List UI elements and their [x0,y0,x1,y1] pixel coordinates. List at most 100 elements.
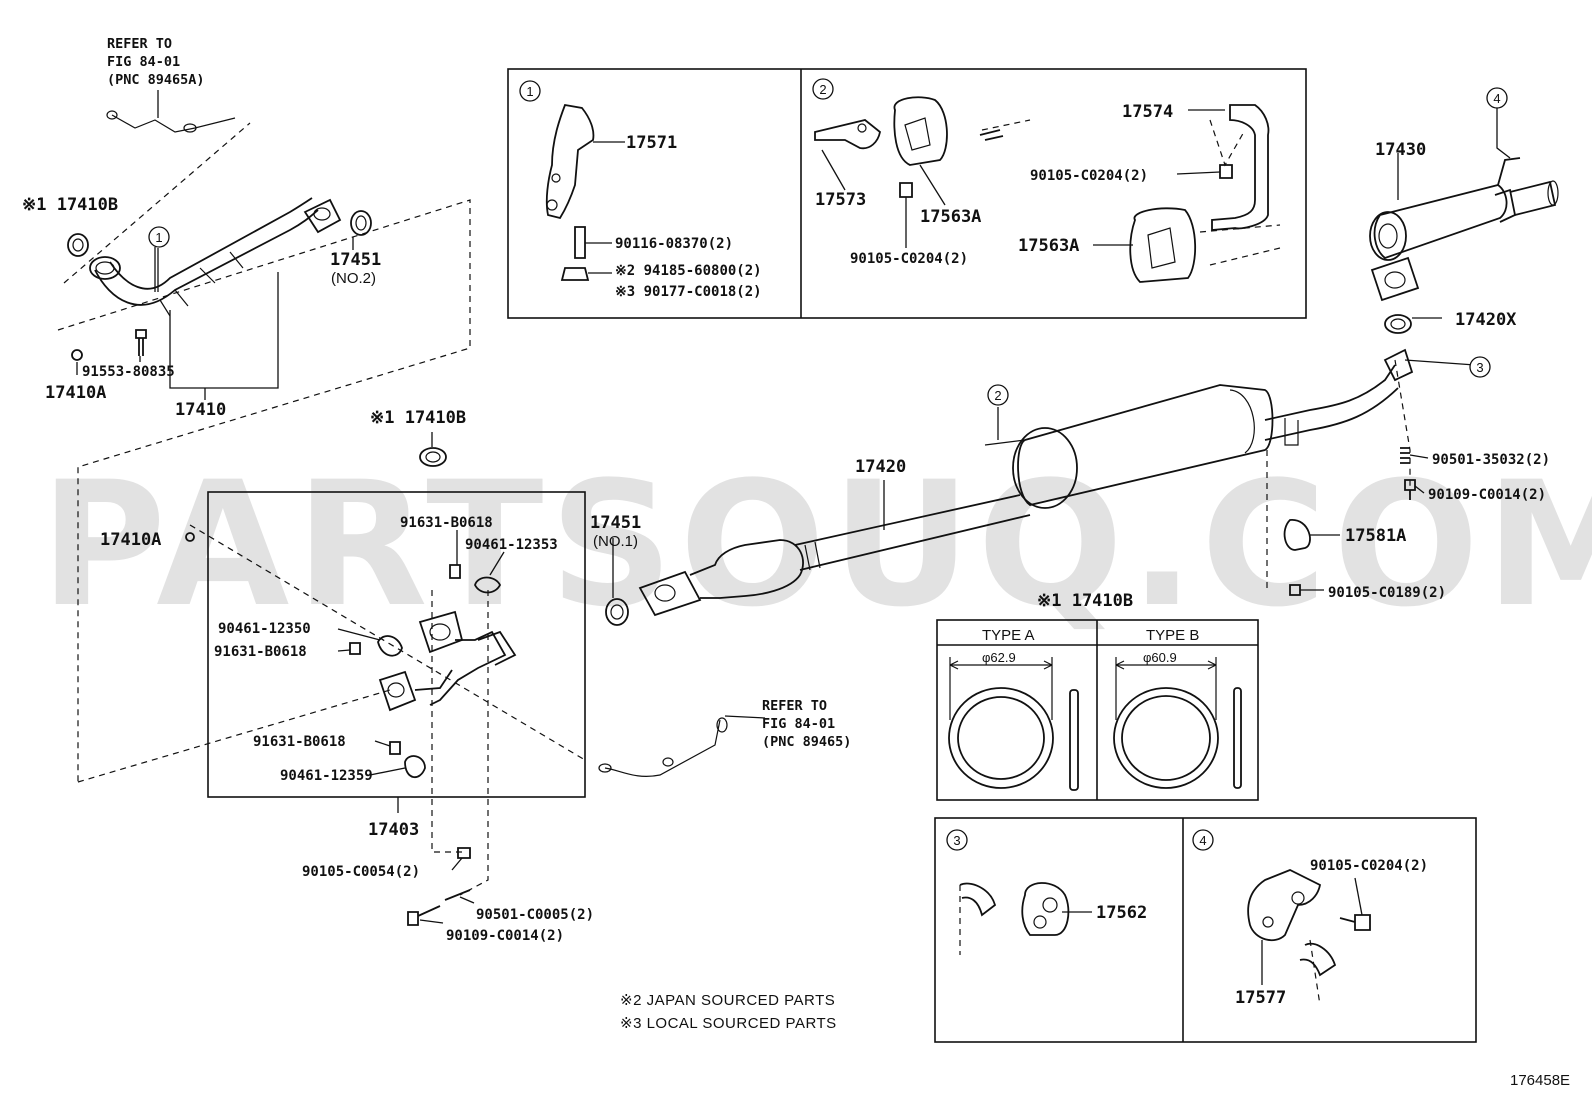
svg-text:1: 1 [155,230,162,245]
callout-4-main: 4 [1486,87,1508,109]
dash-frame-front [57,199,471,782]
label-17451-no1: 17451 [590,513,641,533]
bolt-90105-C0204-a [899,182,913,198]
dash-det2-d [1209,119,1246,167]
label-17563A-b: 17563A [1018,236,1079,256]
label-91631-B0618-b: 91631-B0618 [214,644,307,660]
ref-top-line3: (PNC 89465A) [107,72,205,88]
oxygen-sensor-89465A [111,114,236,133]
callout-1-detail: 1 [519,80,541,102]
note-local-sourced: ※3 LOCAL SOURCED PARTS [620,1015,837,1032]
callout-4-detail: 4 [1192,829,1214,851]
label-90109-C0014-a: 90109-C0014(2) [446,928,564,944]
bracket-17573 [814,119,881,150]
callout-1-main: 1 [148,226,170,248]
detail-box-3-4 [934,817,1477,1043]
gasket-17410B-top [67,233,89,257]
gasket-dim-b: φ60.9 [1143,650,1177,665]
ref-top-line2: FIG 84-01 [107,54,180,70]
gasket-17451-no1 [605,598,629,626]
insulator-17563A-a [893,96,948,166]
svg-text:4: 4 [1493,91,1500,106]
oxygen-sensor-89465 [604,719,721,777]
pipe-stub-det4 [1299,942,1337,977]
insulator-17563A-b [1129,207,1197,283]
dash-det2-b [1199,224,1281,233]
label-17420X: 17420X [1455,310,1517,330]
label-17403: 17403 [368,820,419,840]
label-17410B-mid: ※1 17410B [370,408,466,428]
dash-det2-a [981,119,1031,131]
hanger-bracket-rear [1383,348,1414,382]
label-90177-C0018: ※3 90177-C0018(2) [615,284,762,300]
label-90105-C0204-b: 90105-C0204(2) [1030,168,1148,184]
bolt-90105-C0204-c [1339,914,1371,931]
ref-mid-line2: FIG 84-01 [762,716,835,732]
nut-94185 [560,267,590,281]
label-90105-C0189: 90105-C0189(2) [1328,585,1446,601]
label-17420: 17420 [855,457,906,477]
label-17451-no2: 17451 [330,250,381,270]
svg-text:3: 3 [953,833,960,848]
label-90105-C0054: 90105-C0054(2) [302,864,420,880]
gasket-table-title: ※1 17410B [1037,591,1133,611]
nut-17410A-top [71,349,83,361]
bolt-90105-C0204-b [1219,164,1233,179]
bolt-90105-C0054 [457,847,471,859]
label-90105-C0204-c: 90105-C0204(2) [1310,858,1428,874]
clamp-90461-12353 [474,576,502,594]
label-17410: 17410 [175,400,226,420]
clamp-90461-12350 [377,635,403,657]
pipe-stub-det3 [959,882,997,917]
bracket-17571 [545,103,595,220]
label-17430: 17430 [1375,140,1426,160]
dash-det2-c [1209,247,1281,266]
label-94185-60800: ※2 94185-60800(2) [615,263,762,279]
callout-2-main: 2 [987,384,1009,406]
gasket-type-b [1113,657,1242,789]
gasket-dim-a: φ62.9 [982,650,1016,665]
bolt-90109-C0014-b [1404,479,1416,500]
stud-90116-08370 [574,226,586,259]
dash-ref-top [63,122,251,284]
bracket-17574 [1211,104,1270,231]
label-90109-C0014-b: 90109-C0014(2) [1428,487,1546,503]
svg-text:4: 4 [1199,833,1206,848]
clamp-90461-12359 [404,755,426,778]
manifold-17403 [378,610,517,712]
label-90105-C0204-a: 90105-C0204(2) [850,251,968,267]
label-90116-08370: 90116-08370(2) [615,236,733,252]
label-17571: 17571 [626,133,677,153]
label-17451-no2-sub: (NO.2) [331,270,376,287]
label-91631-B0618-c: 91631-B0618 [253,734,346,750]
label-90501-C0005: 90501-C0005(2) [476,907,594,923]
callout-3-main: 3 [1469,356,1491,378]
bolt-90109-C0014-a [407,905,441,926]
ref-top-line1: REFER TO [107,36,172,52]
insulator-17562 [1021,882,1070,936]
label-17581A: 17581A [1345,526,1406,546]
detail-box-17403 [207,491,586,798]
hanger-17581A [1283,519,1311,551]
leader-lines [76,90,1511,985]
label-17573: 17573 [815,190,866,210]
gasket-17410B-mid [419,447,447,467]
label-91553-80835: 91553-80835 [82,364,175,380]
label-17410A-mid: 17410A [100,530,161,550]
ref-mid-line1: REFER TO [762,698,827,714]
gasket-type-a [948,657,1079,791]
note-japan-sourced: ※2 JAPAN SOURCED PARTS [620,992,835,1009]
front-pipe-17410 [89,197,342,317]
label-17562: 17562 [1096,903,1147,923]
label-17410B-top: ※1 17410B [22,195,118,215]
label-17410A-top: 17410A [45,383,106,403]
gasket-17420X [1384,314,1412,334]
gasket-17451-no2 [350,210,372,236]
gasket-table-type-b: TYPE B [1146,627,1199,644]
label-91631-B0618-a: 91631-B0618 [400,515,493,531]
bolt-90105-C0189 [1289,584,1301,596]
label-17563A-a: 17563A [920,207,981,227]
label-17451-no1-sub: (NO.1) [593,533,638,550]
